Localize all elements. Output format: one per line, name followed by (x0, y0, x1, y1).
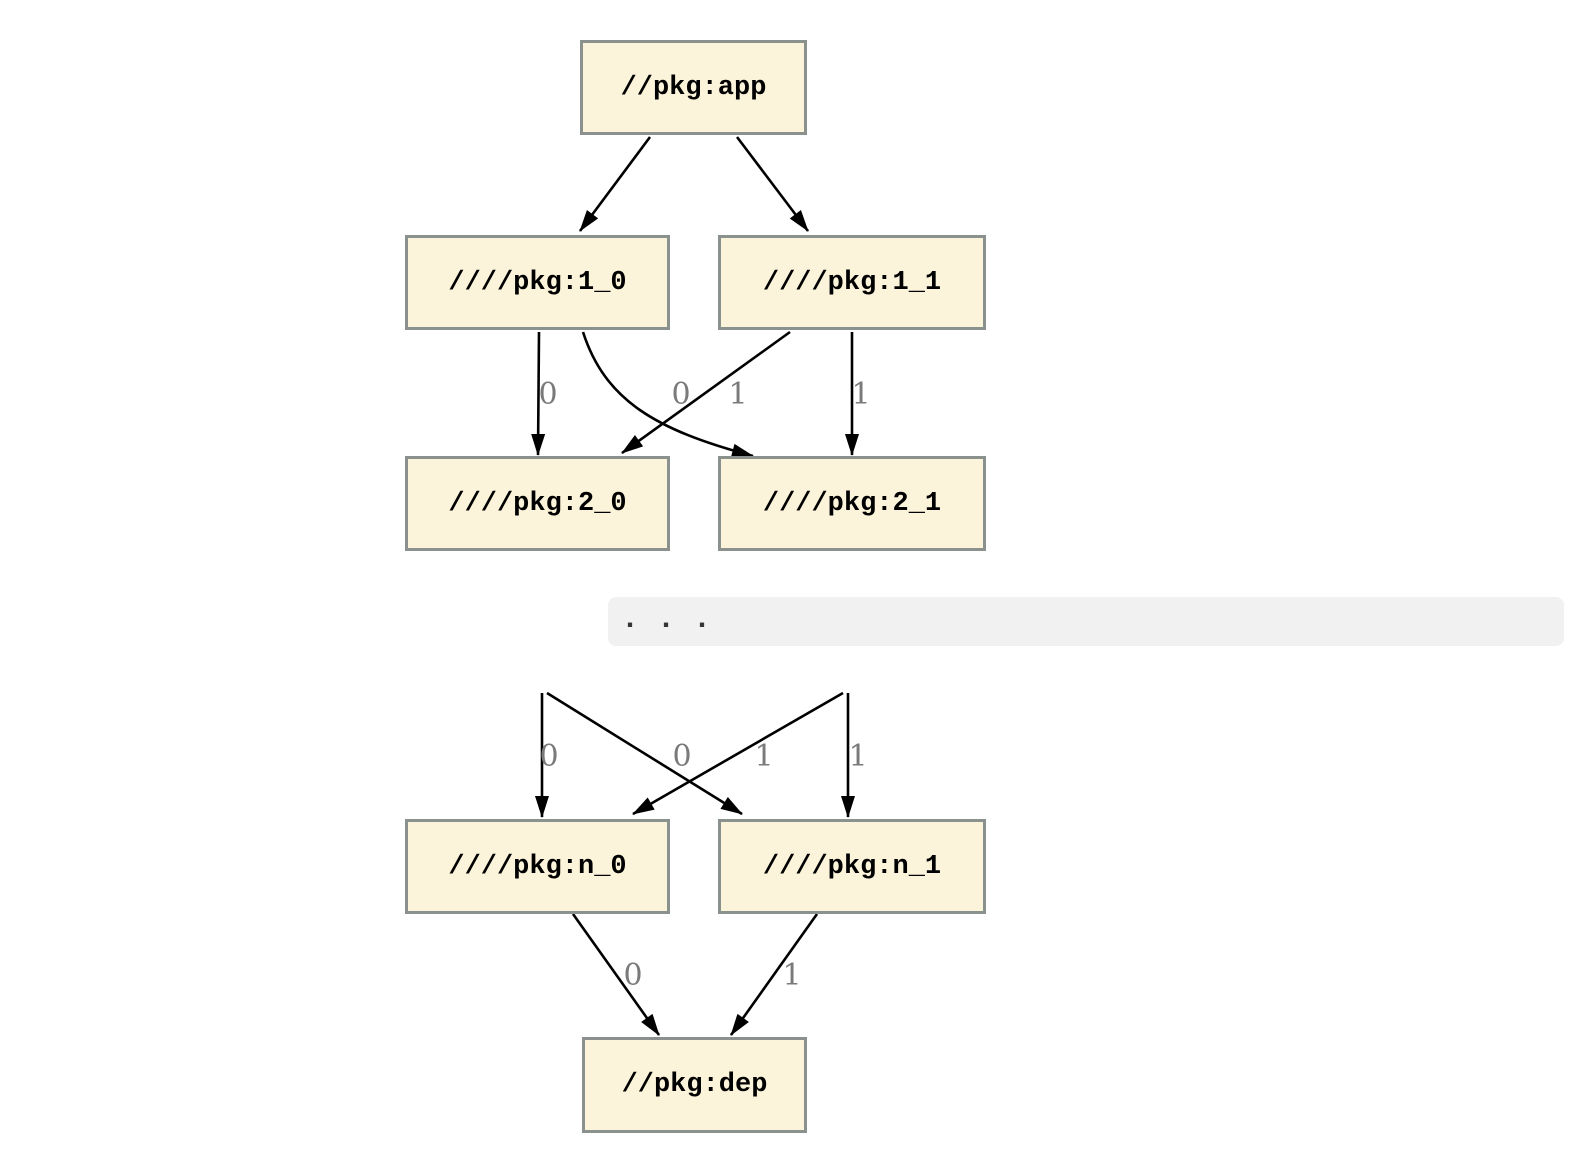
edge-label-1-0-to-2-1: 1 (728, 377, 747, 412)
edge-app-to-1-0 (578, 136, 652, 232)
node-pkg-dep: //pkg:dep (582, 1037, 807, 1133)
node-pkg-2-0: ////pkg:2_0 (405, 456, 670, 551)
edge-1-0-to-2-0 (531, 331, 546, 456)
edge-label-n-1-to-dep: 1 (782, 958, 801, 993)
node-pkg-app: //pkg:app (580, 40, 807, 135)
edge-hidden-left-to-n-1 (546, 691, 743, 816)
node-pkg-n-1: ////pkg:n_1 (718, 819, 986, 914)
edge-n-1-to-dep (729, 913, 819, 1036)
node-pkg-1-0: ////pkg:1_0 (405, 235, 670, 330)
edge-label-hidden-right-to-n-1: 1 (848, 739, 867, 774)
node-pkg-n-0: ////pkg:n_0 (405, 819, 670, 914)
edge-label-hidden-right-to-n-0: 0 (672, 739, 691, 774)
edge-label-n-0-to-dep: 0 (623, 958, 642, 993)
edge-label-1-1-to-2-0: 0 (671, 377, 690, 412)
edge-hidden-right-to-n-0 (632, 691, 844, 816)
edge-label-hidden-left-to-n-1: 1 (754, 739, 773, 774)
edge-app-to-1-1 (735, 136, 810, 232)
node-pkg-2-1: ////pkg:2_1 (718, 456, 986, 551)
ellipsis-band: . . . (608, 597, 1564, 646)
edge-1-1-to-2-0 (621, 330, 791, 455)
ellipsis-text: . . . (621, 602, 712, 637)
edge-label-hidden-left-to-n-0: 0 (539, 739, 558, 774)
edge-1-0-to-2-1 (581, 331, 754, 458)
edge-n-0-to-dep (571, 913, 661, 1036)
edge-label-1-0-to-2-0: 0 (538, 377, 557, 412)
node-pkg-1-1: ////pkg:1_1 (718, 235, 986, 330)
edge-label-1-1-to-2-1: 1 (851, 377, 870, 412)
